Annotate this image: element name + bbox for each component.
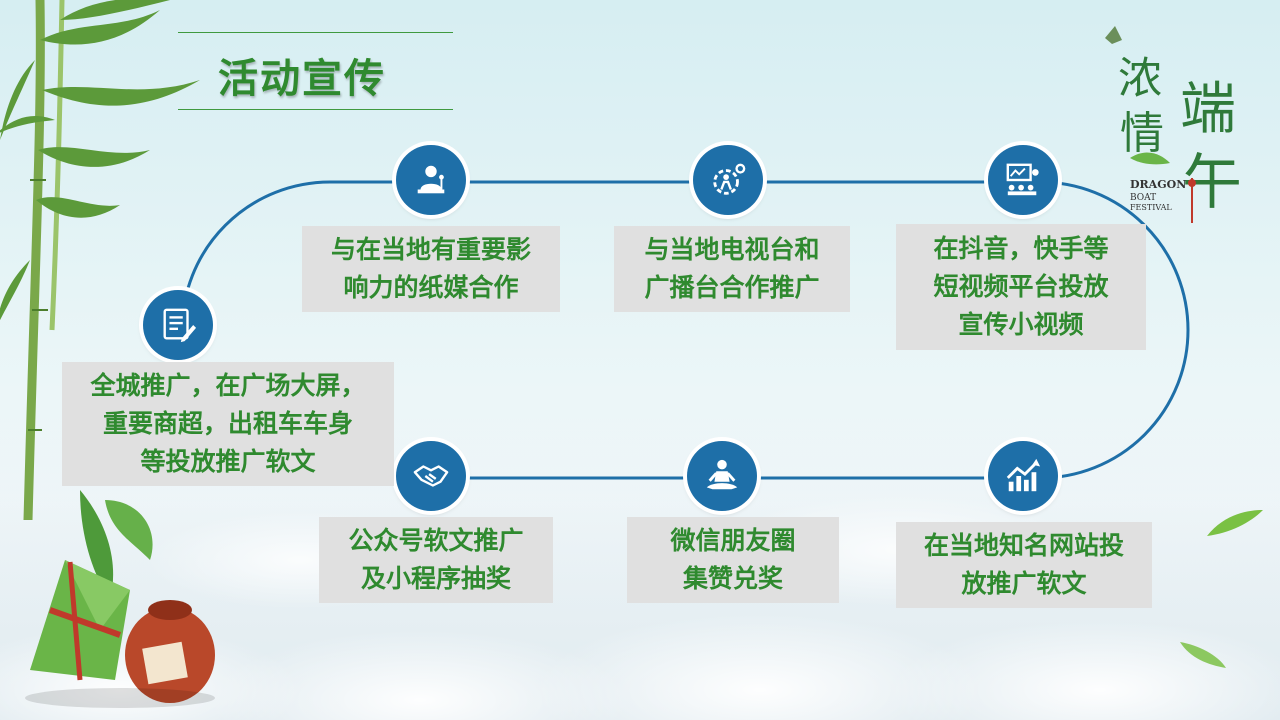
- activity-text: 与在当地有重要影: [330, 235, 531, 264]
- activity-text: 在抖音，快手等: [933, 234, 1109, 263]
- presentation-board-icon: [988, 145, 1058, 215]
- zongzi-decoration: [25, 490, 215, 708]
- activity-text: 等投放推广软文: [140, 447, 316, 476]
- leaf-decoration: [1205, 508, 1265, 542]
- title-divider: [178, 32, 453, 33]
- brand-char: 端: [1180, 77, 1236, 142]
- activity-text: 短视频平台投放: [933, 272, 1109, 301]
- activity-text: 与当地电视台和: [644, 235, 820, 264]
- title-block: 活动宣传: [178, 32, 453, 110]
- brand-en: BOAT: [1130, 193, 1156, 203]
- butterfly-icon: [1105, 26, 1122, 44]
- activity-card: 微信朋友圈集赞兑奖: [627, 517, 839, 603]
- presenter-icon: [396, 145, 466, 215]
- activity-card: 在抖音，快手等短视频平台投放宣传小视频: [896, 224, 1146, 350]
- activity-text: 重要商超，出租车车身: [102, 409, 353, 438]
- activity-card: 公众号软文推广及小程序抽奖: [319, 517, 553, 603]
- activity-card: 在当地知名网站投放推广软文: [896, 522, 1152, 608]
- festival-brand: 浓 情 端 午 DRAGON BOAT FESTIVAL: [1105, 26, 1242, 223]
- activity-text: 微信朋友圈: [670, 526, 796, 555]
- document-edit-icon: [143, 290, 213, 360]
- growth-chart-icon: [988, 441, 1058, 511]
- activity-text: 广播台合作推广: [644, 273, 820, 302]
- activity-text: 在当地知名网站投: [923, 531, 1124, 560]
- activity-text: 集赞兑奖: [682, 564, 783, 593]
- activity-card: 与在当地有重要影响力的纸媒合作: [302, 226, 560, 312]
- page-title: 活动宣传: [218, 56, 386, 102]
- activity-text: 及小程序抽奖: [360, 564, 511, 593]
- handshake-icon: [396, 441, 466, 511]
- brand-en: FESTIVAL: [1130, 203, 1172, 212]
- title-divider: [178, 109, 453, 110]
- activity-card: 全城推广，在广场大屏， 重要商超，出租车车身等投放推广软文: [62, 362, 394, 486]
- brand-en: DRAGON: [1130, 178, 1186, 191]
- brand-char: 情: [1120, 108, 1164, 159]
- activity-text: 全城推广，在广场大屏，: [90, 371, 366, 400]
- brand-char: 浓: [1118, 53, 1162, 104]
- gear-person-icon: [693, 145, 763, 215]
- activity-text: 宣传小视频: [958, 310, 1084, 339]
- bamboo-decoration: [0, 0, 200, 520]
- meditation-icon: [687, 441, 757, 511]
- activity-text: 响力的纸媒合作: [343, 273, 519, 302]
- activity-text: 公众号软文推广: [348, 526, 524, 555]
- activity-text: 放推广软文: [961, 569, 1087, 598]
- activity-card: 与当地电视台和广播台合作推广: [614, 226, 850, 312]
- leaf-decoration: [1178, 640, 1228, 674]
